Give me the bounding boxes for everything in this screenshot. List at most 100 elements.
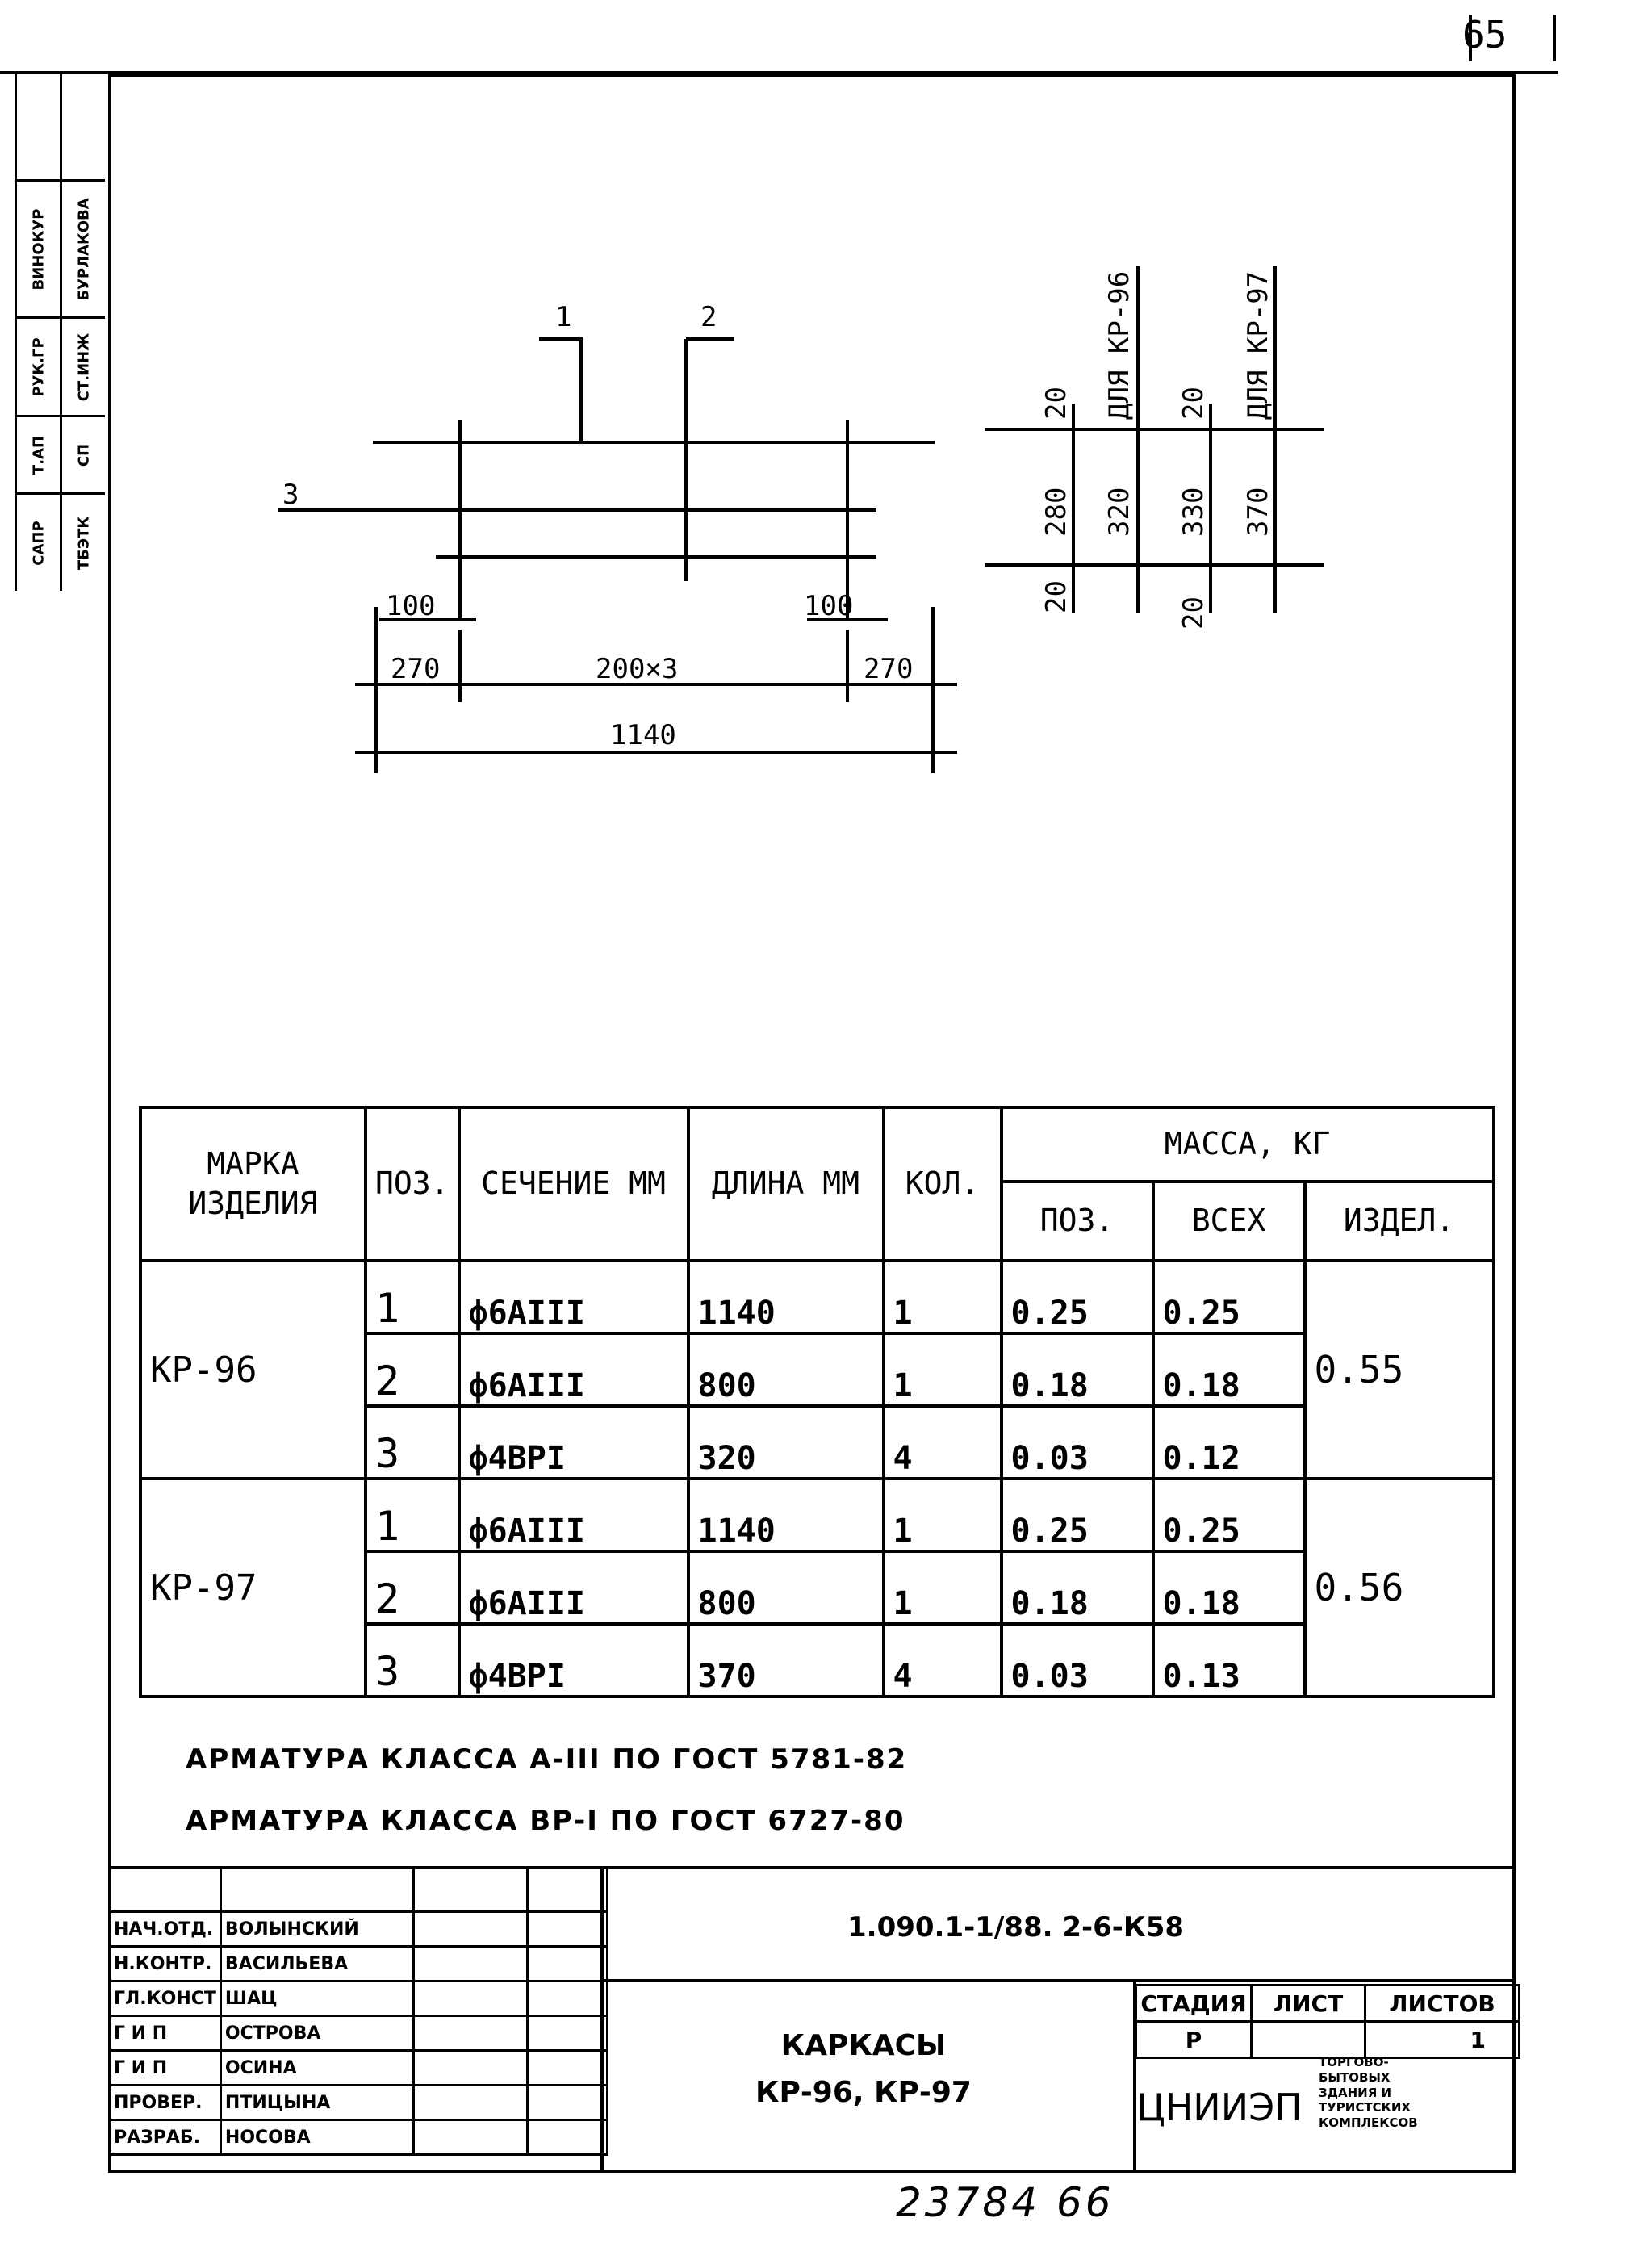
leader-label-3: 3 <box>282 479 299 511</box>
cell-qty: 1 <box>881 1477 1003 1553</box>
dim-kp97-bottom: 20 <box>1177 596 1210 630</box>
signature-row: ПРОВЕР.ПТИЦЫНА <box>108 2084 608 2121</box>
cell-section: ф6АIII <box>457 1332 690 1408</box>
header-pos: ПОЗ. <box>364 1106 461 1262</box>
stamp-cell: БУРЛАКОВА <box>62 179 105 316</box>
cell-mass-all: 0.25 <box>1151 1477 1307 1553</box>
title-block-divider <box>1133 1979 1136 2173</box>
dim-kp96-top: 20 <box>1040 387 1073 420</box>
dim-kp97-middle: 330 <box>1177 487 1210 537</box>
note-line-2: АРМАТУРА КЛАССА ВР-I ПО ГОСТ 6727-80 <box>186 1805 905 1837</box>
cell-pos: 3 <box>364 1404 461 1480</box>
drawing-frame <box>108 74 1516 2173</box>
cell-section: ф6АIII <box>457 1477 690 1553</box>
cell-pos: 1 <box>364 1259 461 1335</box>
header-length: ДЛИНА ММ <box>686 1106 885 1262</box>
header-mass: МАССА, КГ <box>999 1106 1495 1183</box>
cell-length: 800 <box>686 1550 885 1626</box>
cell-section: ф4ВРI <box>457 1404 690 1480</box>
cell-mass-all: 0.18 <box>1151 1550 1307 1626</box>
dim-100-left: 100 <box>386 590 435 622</box>
dim-kp97-label: ДЛЯ КР-97 <box>1242 271 1274 420</box>
stamp-cell: САПР <box>17 492 60 591</box>
dim-kp96-middle: 280 <box>1040 487 1073 537</box>
cell-section: ф6АIII <box>457 1259 690 1335</box>
cell-mass-pos: 0.03 <box>999 1404 1155 1480</box>
cell-length: 370 <box>686 1622 885 1698</box>
sheet-number-divider <box>1469 15 1472 61</box>
stamp-column-2: ТБЭТК СП СТ.ИНЖ БУРЛАКОВА <box>60 74 105 591</box>
cell-mass-all: 0.25 <box>1151 1259 1307 1335</box>
cell-pos: 2 <box>364 1332 461 1408</box>
cell-mass-pos: 0.03 <box>999 1622 1155 1698</box>
stamp-cell: РУК.ГР <box>17 316 60 415</box>
dim-270-right: 270 <box>864 653 913 685</box>
stage-table: СТАДИЯ ЛИСТ ЛИСТОВ Р 1 <box>1135 1984 1520 2059</box>
header-section: СЕЧЕНИЕ ММ <box>457 1106 690 1262</box>
cell-mass-item: 0.55 <box>1303 1259 1495 1480</box>
cell-section: ф4ВРI <box>457 1622 690 1698</box>
cell-qty: 4 <box>881 1622 1003 1698</box>
signature-row: НАЧ.ОТД.ВОЛЫНСКИЙ <box>108 1910 608 1948</box>
dim-kp97-overall: 370 <box>1242 487 1274 537</box>
table-row: 3 ф4ВРI 320 4 0.03 0.12 <box>140 1404 1494 1480</box>
sheets-label: ЛИСТОВ <box>1364 1984 1520 2023</box>
title-block-divider <box>600 1866 604 2173</box>
cell-pos: 3 <box>364 1622 461 1698</box>
leader-label-1: 1 <box>555 301 571 333</box>
cell-mass-all: 0.13 <box>1151 1622 1307 1698</box>
cell-qty: 1 <box>881 1332 1003 1408</box>
cell-length: 320 <box>686 1404 885 1480</box>
signatures-table: НАЧ.ОТД.ВОЛЫНСКИЙ Н.КОНТР.ВАСИЛЬЕВА ГЛ.К… <box>108 1866 608 2156</box>
cell-mass-pos: 0.18 <box>999 1550 1155 1626</box>
stamp-cell: Т.АП <box>17 415 60 492</box>
dim-kp97-top: 20 <box>1177 387 1210 420</box>
cell-qty: 1 <box>881 1259 1003 1335</box>
sheet-number-divider-right <box>1553 15 1556 61</box>
table-row: 2 ф6АIII 800 1 0.18 0.18 <box>140 1550 1494 1626</box>
dim-200x3: 200×3 <box>596 653 678 685</box>
note-line-1: АРМАТУРА КЛАССА А-III ПО ГОСТ 5781-82 <box>186 1743 908 1776</box>
stage-label: СТАДИЯ <box>1135 1984 1253 2023</box>
group-mark: КР-96 <box>139 1259 367 1480</box>
specification-table: МАРКА ИЗДЕЛИЯ ПОЗ. СЕЧЕНИЕ ММ ДЛИНА ММ К… <box>139 1106 1495 1698</box>
dim-kp96-overall: 320 <box>1103 487 1135 537</box>
title-block <box>108 1866 1516 2176</box>
cell-mass-pos: 0.25 <box>999 1477 1155 1553</box>
sheets-value: 1 <box>1364 2020 1520 2059</box>
dim-kp96-bottom: 20 <box>1040 580 1073 613</box>
group-mark: КР-97 <box>139 1477 367 1698</box>
header-mark: МАРКА ИЗДЕЛИЯ <box>139 1106 367 1262</box>
dim-kp96-label: ДЛЯ КР-96 <box>1103 271 1135 420</box>
header-mass-pos: ПОЗ. <box>999 1180 1155 1262</box>
table-row: 3 ф4ВРI 370 4 0.03 0.13 <box>140 1622 1494 1698</box>
header-mass-all: ВСЕХ <box>1151 1180 1307 1262</box>
stamp-cell: ТБЭТК <box>62 492 105 591</box>
archive-number: 23784 66 <box>896 2179 1115 2226</box>
drawing-title-line-1: КАРКАСЫ <box>780 2029 947 2062</box>
header-qty: КОЛ. <box>881 1106 1003 1262</box>
cell-qty: 4 <box>881 1404 1003 1480</box>
signature-row: РАЗРАБ.НОСОВА <box>108 2119 608 2156</box>
cell-mass-pos: 0.25 <box>999 1259 1155 1335</box>
cell-length: 800 <box>686 1332 885 1408</box>
cell-mass-all: 0.12 <box>1151 1404 1307 1480</box>
table-row: КР-97 1 ф6АIII 1140 1 0.25 0.25 0.56 <box>139 1477 1495 1698</box>
cell-mass-all: 0.18 <box>1151 1332 1307 1408</box>
sheet-number: 65 <box>1462 13 1508 56</box>
leader-1 <box>539 337 583 442</box>
dim-270-left: 270 <box>391 653 440 685</box>
stamp-cell: ВИНОКУР <box>17 179 60 316</box>
sheet-value <box>1250 2020 1366 2059</box>
cell-length: 1140 <box>686 1477 885 1553</box>
title-block-divider <box>600 1979 1516 1982</box>
frame-top-line <box>0 71 1558 74</box>
header-mass-item: ИЗДЕЛ. <box>1303 1180 1495 1262</box>
stamp-cell: СТ.ИНЖ <box>62 316 105 415</box>
leader-label-2: 2 <box>700 301 717 333</box>
table-row: КР-96 1 ф6АIII 1140 1 0.25 0.25 0.55 <box>139 1259 1495 1480</box>
organization-description: ТОРГОВО- БЫТОВЫХ ЗДАНИЯ И ТУРИСТСКИХ КОМ… <box>1319 2055 1418 2130</box>
